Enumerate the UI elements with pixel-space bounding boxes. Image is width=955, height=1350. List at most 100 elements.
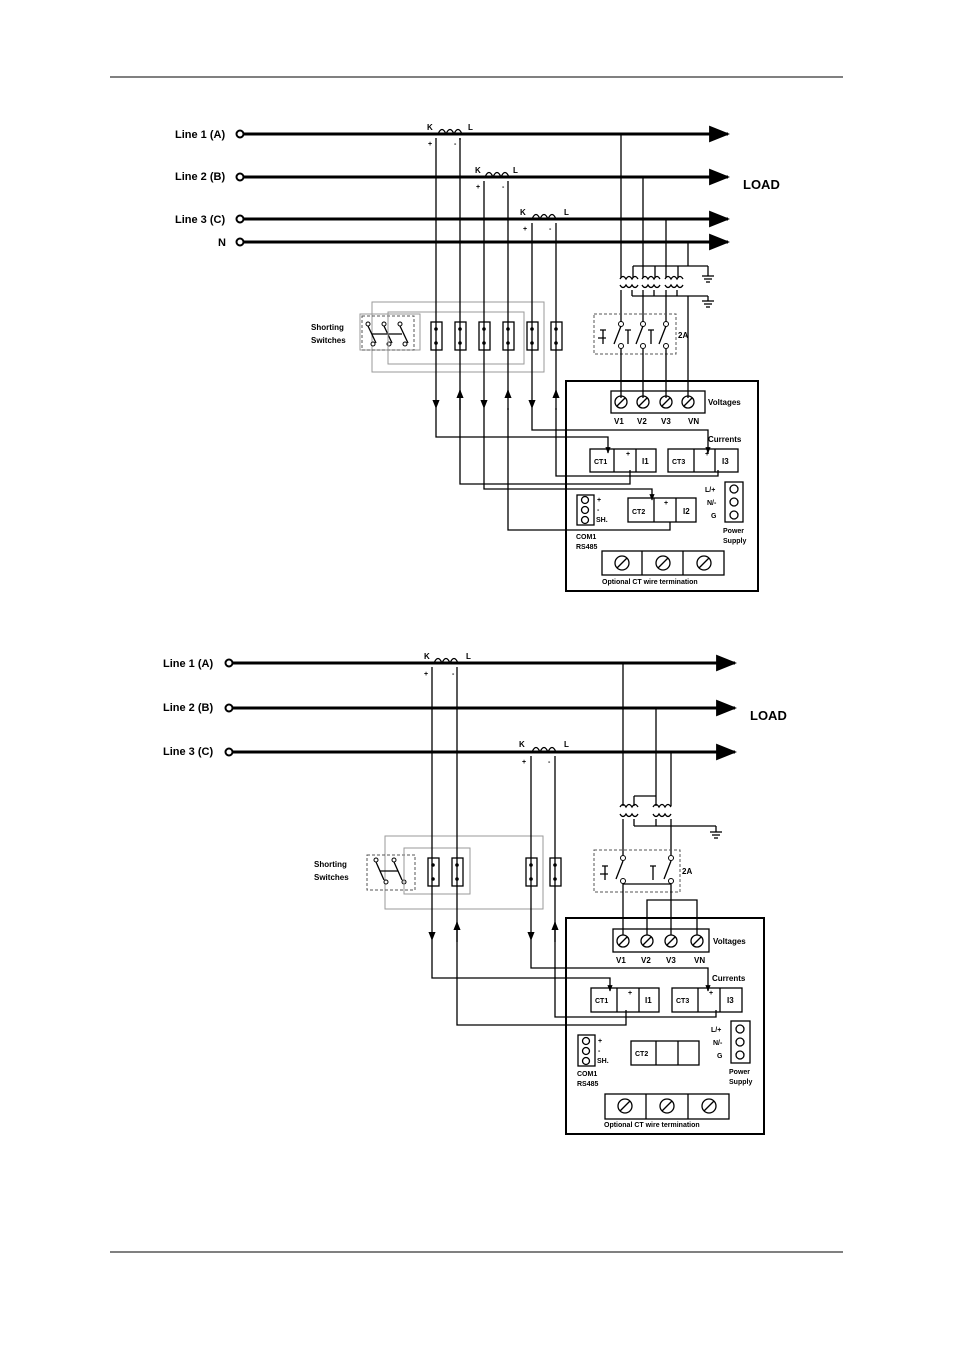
svg-text:+: + xyxy=(664,500,668,507)
svg-text:CT2: CT2 xyxy=(632,509,645,516)
svg-text:+: + xyxy=(705,451,709,458)
svg-text:K: K xyxy=(427,123,433,132)
svg-text:+: + xyxy=(626,451,630,458)
svg-text:G: G xyxy=(711,513,717,520)
svg-text:K: K xyxy=(475,166,481,175)
power-supply-terminal: L/+ N/- G Power Supply xyxy=(705,481,746,545)
svg-text:V1: V1 xyxy=(614,417,624,426)
svg-text:L: L xyxy=(468,123,473,132)
optional-ct-terminal-2: Optional CT wire termination xyxy=(604,1093,730,1129)
svg-text:V3: V3 xyxy=(666,956,676,965)
diagram-2: Line 1 (A) Line 2 (B) Line 3 (C) LOAD K … xyxy=(163,652,787,1135)
line-3-label-2: Line 3 (C) xyxy=(163,746,213,758)
load-label-2: LOAD xyxy=(750,708,787,723)
potential-transformers xyxy=(619,275,714,322)
svg-text:Switches: Switches xyxy=(311,336,346,345)
svg-text:L/+: L/+ xyxy=(705,487,715,494)
svg-text:COM1: COM1 xyxy=(576,534,596,541)
svg-text:L: L xyxy=(564,740,569,749)
ct2-terminal-2: CT2 xyxy=(630,1040,700,1066)
voltages-label-2: Voltages xyxy=(713,937,746,946)
ct2-terminal: CT2 + I2 xyxy=(627,497,697,523)
svg-text:+: + xyxy=(424,671,428,678)
svg-text:N/-: N/- xyxy=(707,500,717,507)
svg-text:CT1: CT1 xyxy=(594,459,607,466)
svg-text:-: - xyxy=(454,141,457,148)
currents-label: Currents xyxy=(708,435,742,444)
bus-lines-2 xyxy=(224,654,738,761)
ct-coil-3: K L + - xyxy=(520,208,569,233)
power-supply-terminal-2: L/+ N/- G Power Supply xyxy=(711,1020,752,1086)
svg-text:G: G xyxy=(717,1053,723,1060)
svg-text:V3: V3 xyxy=(661,417,671,426)
svg-text:L: L xyxy=(466,652,471,661)
ct3-terminal-2: CT3 + I3 xyxy=(671,987,743,1013)
svg-text:-: - xyxy=(502,184,505,191)
svg-text:Shorting: Shorting xyxy=(311,323,344,332)
svg-text:VN: VN xyxy=(688,417,699,426)
svg-text:RS485: RS485 xyxy=(576,544,598,551)
svg-text:CT1: CT1 xyxy=(595,998,608,1005)
fuse-rating: 2A xyxy=(678,331,688,340)
meter-unit-2: Voltages V1 V2 V3 VN Currents CT1 + I1 C… xyxy=(565,917,765,1135)
svg-text:Supply: Supply xyxy=(723,538,746,545)
ct-coil-1-2: K L + - xyxy=(424,652,471,678)
ct1-terminal-2: CT1 + I1 xyxy=(590,987,660,1013)
ct-coil-2: K L + - xyxy=(475,166,518,191)
fuse-block: 2A xyxy=(593,296,689,398)
svg-text:+: + xyxy=(597,497,601,504)
svg-text:CT2: CT2 xyxy=(635,1051,648,1058)
svg-text:I2: I2 xyxy=(683,507,690,516)
line-2-label: Line 2 (B) xyxy=(175,171,225,183)
ct-leads xyxy=(432,138,719,531)
svg-text:L/+: L/+ xyxy=(711,1027,721,1034)
svg-text:Power: Power xyxy=(729,1069,750,1076)
svg-text:K: K xyxy=(519,740,525,749)
load-label: LOAD xyxy=(743,177,780,192)
com1-terminal: + - SH. COM1 RS485 xyxy=(576,494,608,551)
svg-text:L: L xyxy=(564,208,569,217)
line-3-label: Line 3 (C) xyxy=(175,214,225,226)
bus-lines xyxy=(235,125,731,251)
line-1-label-2: Line 1 (A) xyxy=(163,658,213,670)
line-1-label: Line 1 (A) xyxy=(175,129,225,141)
svg-text:SH.: SH. xyxy=(596,517,608,524)
line-2-label-2: Line 2 (B) xyxy=(163,702,213,714)
svg-text:K: K xyxy=(520,208,526,217)
svg-text:-: - xyxy=(452,671,455,678)
neutral-label: N xyxy=(218,237,226,249)
com1-terminal-2: + - SH. COM1 RS485 xyxy=(577,1034,609,1088)
svg-text:SH.: SH. xyxy=(597,1058,609,1065)
voltage-taps-2 xyxy=(619,663,722,855)
meter-unit: Voltages V1 V2 V3 VN Currents CT1 + I1 C… xyxy=(565,380,759,592)
svg-text:I1: I1 xyxy=(645,996,652,1005)
svg-text:K: K xyxy=(424,652,430,661)
currents-label-2: Currents xyxy=(712,974,746,983)
svg-text:V2: V2 xyxy=(637,417,647,426)
svg-text:CT3: CT3 xyxy=(672,459,685,466)
svg-text:Switches: Switches xyxy=(314,873,349,882)
svg-text:Optional CT wire termination: Optional CT wire termination xyxy=(604,1122,700,1129)
svg-text:VN: VN xyxy=(694,956,705,965)
svg-text:Shorting: Shorting xyxy=(314,860,347,869)
fuse-rating-2: 2A xyxy=(682,867,692,876)
ct-leads-2 xyxy=(428,667,717,1026)
svg-text:+: + xyxy=(598,1038,602,1045)
voltage-terminals xyxy=(614,395,695,409)
svg-text:N/-: N/- xyxy=(713,1040,723,1047)
svg-text:+: + xyxy=(476,184,480,191)
svg-text:+: + xyxy=(428,141,432,148)
svg-text:-: - xyxy=(598,1048,601,1055)
ct-coil-3-2: K L + - xyxy=(519,740,569,766)
svg-text:V1: V1 xyxy=(616,956,626,965)
svg-text:CT3: CT3 xyxy=(676,998,689,1005)
svg-text:+: + xyxy=(522,759,526,766)
svg-text:+: + xyxy=(523,226,527,233)
fuse-block-2: 2A xyxy=(593,849,698,935)
svg-text:-: - xyxy=(548,759,551,766)
svg-text:+: + xyxy=(709,990,713,997)
svg-text:COM1: COM1 xyxy=(577,1071,597,1078)
shorting-switch-block-2: Shorting Switches xyxy=(314,835,562,910)
voltage-taps xyxy=(620,134,714,283)
svg-text:-: - xyxy=(549,226,552,233)
